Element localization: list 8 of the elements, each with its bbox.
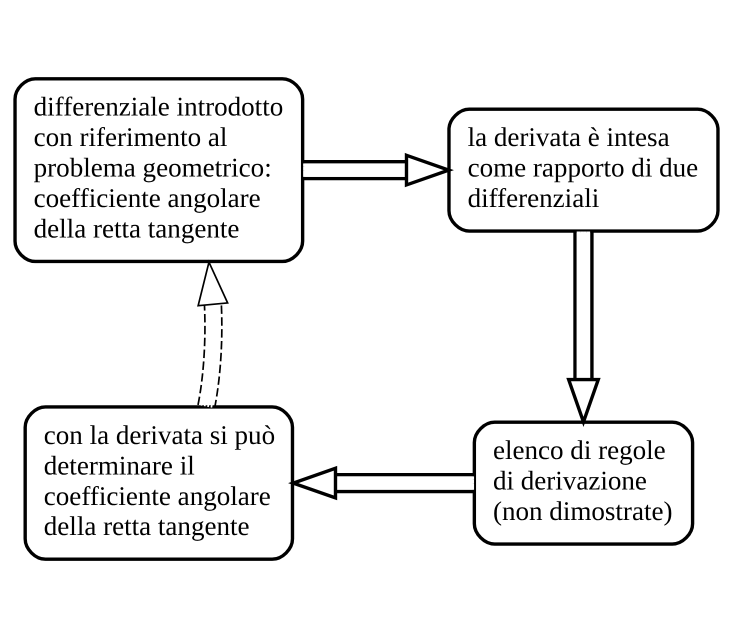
arrow [303,152,454,187]
arrow [288,465,474,500]
arrow [197,259,229,408]
node-box: la derivata è intesa come rapporto di due differenziali [447,107,720,232]
node-box: con la derivata si può determinare il coefficiente angolare della retta tangente [24,404,294,560]
node-box: elenco di regole di derivazione (non dimostrate) [472,420,694,546]
node-box: differenziale introdotto con riferimento al problema geometrico: coefficiente angolare della retta tangente [13,76,304,263]
arrow [566,231,601,427]
